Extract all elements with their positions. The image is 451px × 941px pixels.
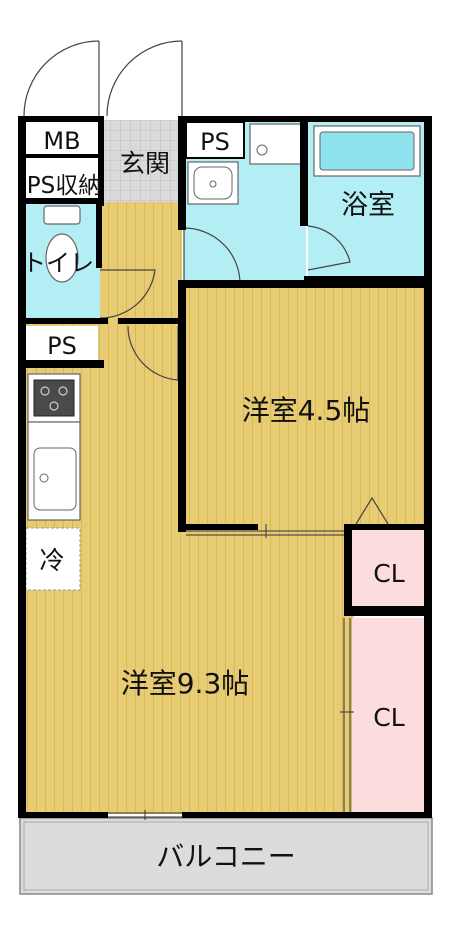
floor-closet-lower (352, 618, 426, 814)
walls (18, 116, 432, 818)
label-genkan: 玄関 (120, 149, 170, 178)
floor-western-small (184, 288, 426, 524)
label-mb: MB (43, 127, 80, 155)
label-bath: 浴室 (341, 190, 395, 221)
label-western-small: 洋室4.5帖 (242, 394, 371, 427)
label-balcony: バルコニー (156, 840, 295, 873)
washer-spot (249, 123, 303, 165)
interior-door-swings (99, 225, 389, 525)
balcony-inner-outline (23, 821, 429, 891)
ps-mid-box (26, 326, 98, 360)
label-ps-storage: PS収納 (27, 173, 101, 199)
toilet-icon (43, 205, 81, 283)
label-ps-mid: PS (47, 332, 77, 360)
stove-icon (27, 373, 81, 423)
entry-door-swings (23, 40, 183, 117)
floor-closet-upper (352, 530, 426, 610)
washbasin-icon (187, 161, 239, 205)
label-closet-lower: CL (373, 703, 404, 732)
fridge-space (25, 527, 81, 591)
floor-balcony (19, 817, 433, 895)
label-western-large: 洋室9.3帖 (121, 667, 250, 700)
label-fridge: 冷 (39, 546, 64, 575)
floor-corridor (100, 200, 182, 325)
bathtub-icon (313, 125, 421, 177)
kitchen-sink-icon (27, 421, 81, 521)
label-closet-upper: CL (373, 559, 404, 588)
ps-storage-box (26, 158, 98, 198)
label-ps-top: PS (200, 128, 230, 156)
label-toilet: トイレ (22, 249, 94, 277)
sliding-lines (108, 524, 354, 820)
ps-top-box (185, 121, 245, 159)
mb-box (26, 122, 98, 154)
floor-entrance (102, 120, 182, 202)
